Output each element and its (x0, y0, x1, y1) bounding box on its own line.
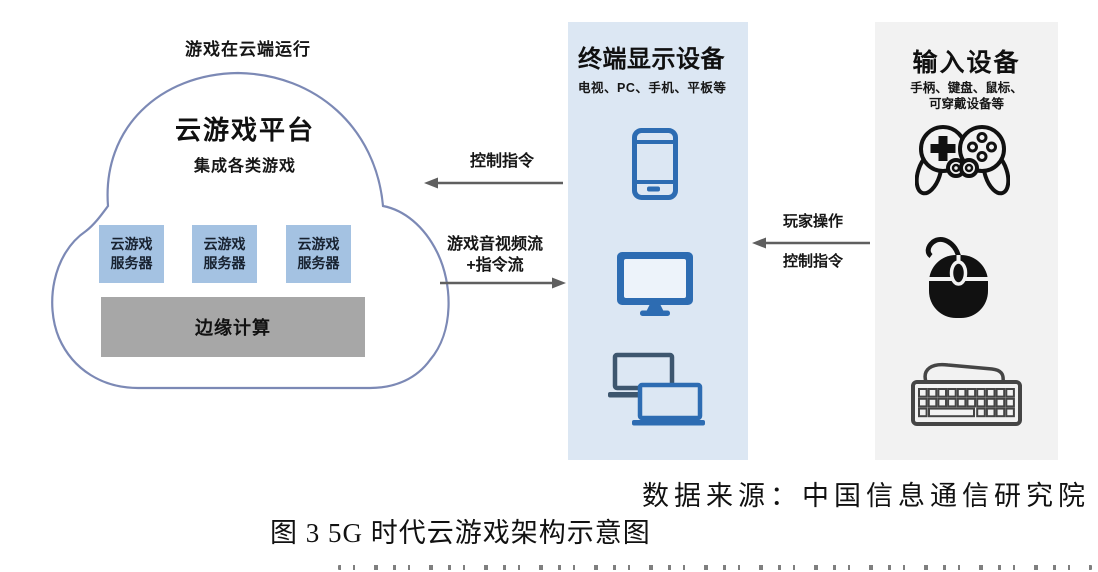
mouse-icon (925, 236, 988, 318)
server-label-line1: 云游戏 (110, 236, 153, 253)
display-panel-subtitle: 电视、PC、手机、平板等 (578, 81, 727, 95)
edge-computing-bar: 边缘计算 (101, 297, 365, 357)
edge-computing-label: 边缘计算 (195, 318, 271, 338)
terminal-display-panel: 终端显示设备 电视、PC、手机、平板等 (568, 22, 748, 460)
input-panel-subtitle-line2: 可穿戴设备等 (928, 96, 1004, 111)
arrow-label-player-operation: 玩家操作 (782, 213, 843, 230)
keyboard-keys (918, 388, 1015, 418)
arrow-label-stream-line1: 游戏音视频流 (446, 236, 543, 253)
cloud-game-server-box-3: 云游戏 服务器 (286, 225, 351, 283)
server-label-line1: 云游戏 (203, 236, 246, 253)
arrow-stream-to-display (440, 277, 566, 289)
arrow-control-to-cloud (424, 177, 563, 189)
cloud-platform-subtitle: 集成各类游戏 (193, 158, 296, 175)
input-panel-subtitle-line1: 手柄、键盘、鼠标、 (910, 81, 1023, 95)
arrow-label-player-control: 控制指令 (782, 253, 843, 270)
laptops-icon (608, 352, 705, 426)
data-source-note: 数据来源：中国信息通信研究院 (642, 481, 1090, 511)
server-label-line2: 服务器 (297, 255, 340, 271)
arrow-label-control-command: 控制指令 (469, 153, 534, 170)
smartphone-icon (632, 128, 678, 200)
server-label-line2: 服务器 (110, 255, 153, 271)
cloud-game-server-box-1: 云游戏 服务器 (99, 225, 164, 283)
cloud-top-label: 游戏在云端运行 (185, 40, 311, 59)
input-panel-subtitle: 手柄、键盘、鼠标、 可穿戴设备等 (875, 81, 1058, 112)
gamepad-icon (915, 125, 1010, 196)
arrow-label-stream-line2: +指令流 (466, 256, 524, 274)
input-panel-title: 输入设备 (912, 49, 1021, 77)
arrow-player-to-display (752, 237, 870, 249)
arrow-label-stream: 游戏音视频流 +指令流 (420, 235, 570, 277)
monitor-icon (617, 252, 693, 316)
cloud-game-server-box-2: 云游戏 服务器 (192, 225, 257, 283)
cloud-platform-title: 云游戏平台 (174, 115, 315, 145)
server-label-line2: 服务器 (203, 255, 246, 271)
cropped-text-remnant (338, 565, 1092, 570)
server-label-line1: 云游戏 (297, 236, 340, 253)
input-device-panel: 输入设备 手柄、键盘、鼠标、 可穿戴设备等 (875, 22, 1058, 460)
display-panel-title: 终端显示设备 (578, 46, 725, 73)
figure-caption: 图 3 5G 时代云游戏架构示意图 (270, 518, 651, 548)
keyboard-icon (911, 362, 1022, 426)
